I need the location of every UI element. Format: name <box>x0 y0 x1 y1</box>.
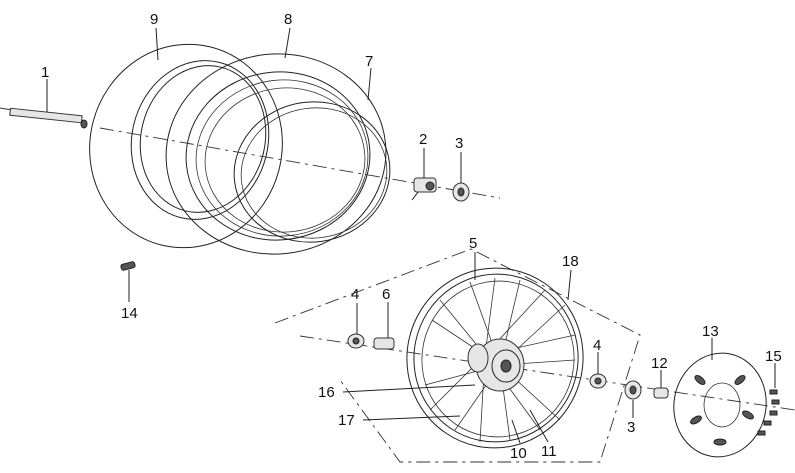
callout-4-right: 4 <box>593 337 601 354</box>
speedo-gear <box>411 177 437 201</box>
callout-5: 6 <box>382 286 390 303</box>
assembly-outline <box>274 248 641 463</box>
callout-13: 13 <box>702 323 719 340</box>
callout-7: 7 <box>365 53 373 70</box>
callout-11: 11 <box>541 443 557 460</box>
callout-14: 15 <box>765 348 782 365</box>
inner-tube <box>165 53 387 255</box>
callout-3-upper: 3 <box>455 135 463 152</box>
callout-2: 2 <box>419 131 427 148</box>
brake-disc <box>673 352 767 458</box>
callout-9: 9 <box>150 11 158 28</box>
oil-seal-left <box>347 333 365 349</box>
callout-6: 5 <box>469 235 477 252</box>
callout-4-left: 4 <box>351 286 359 303</box>
oil-seal-right <box>589 373 607 389</box>
rim-band <box>233 101 391 243</box>
bearing-upper <box>452 182 470 202</box>
callout-1: 1 <box>41 64 49 81</box>
callout-16: 14 <box>121 305 138 322</box>
callout-18: 18 <box>562 253 579 270</box>
leader-lines <box>46 27 776 444</box>
collar-left <box>373 337 395 350</box>
axis-line-upper <box>99 127 501 199</box>
disc-bolts <box>757 389 780 436</box>
callout-8: 8 <box>284 11 292 28</box>
axle <box>0 107 88 129</box>
callout-15: 16 <box>318 384 335 401</box>
callout-3-lower: 3 <box>627 419 635 436</box>
collar-right <box>653 387 669 399</box>
callout-10: 10 <box>510 445 527 462</box>
callout-12: 12 <box>651 355 668 372</box>
hub <box>467 338 525 392</box>
tire <box>89 43 283 249</box>
callout-17: 17 <box>338 412 355 429</box>
valve <box>120 261 136 271</box>
bearing-lower <box>624 380 642 400</box>
